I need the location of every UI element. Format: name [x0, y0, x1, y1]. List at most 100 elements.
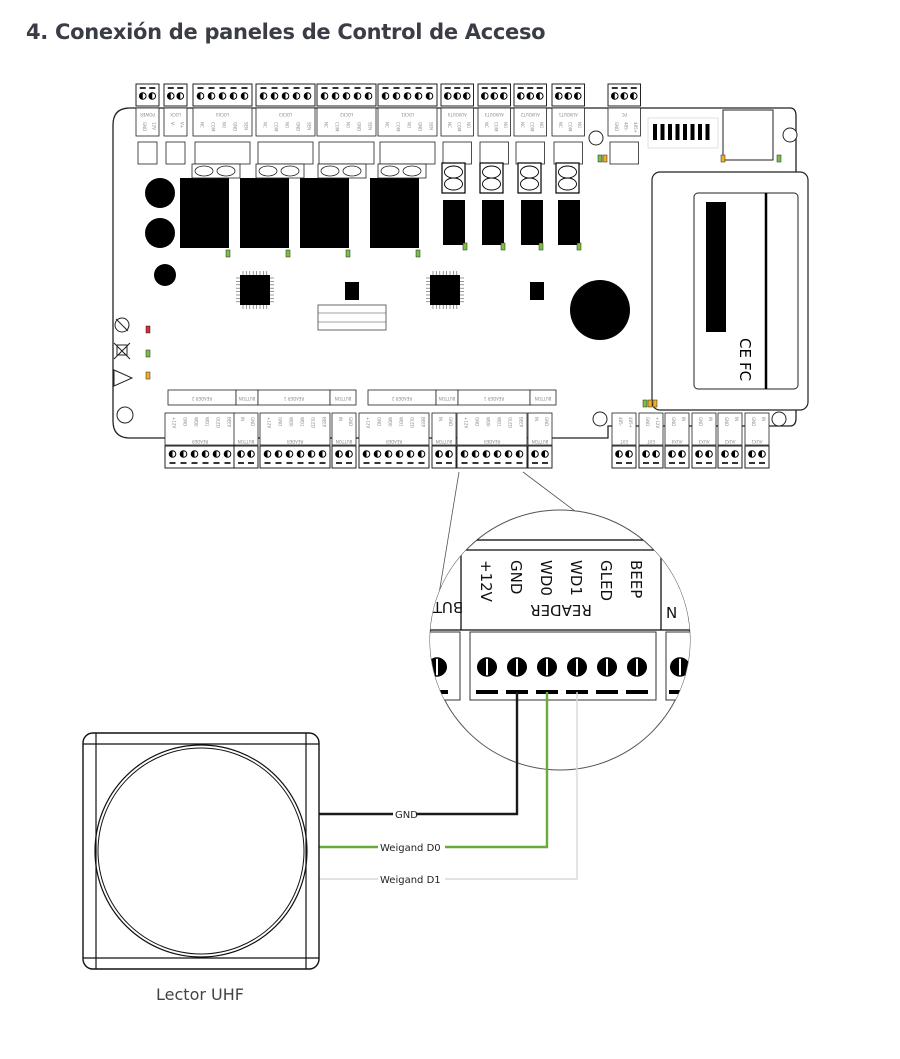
relay	[240, 178, 289, 248]
terminal-block	[611, 445, 637, 469]
screw-slot	[611, 92, 615, 100]
screw-slot	[241, 92, 245, 100]
header-label: BUTTON	[335, 396, 352, 401]
screw-slot	[630, 92, 634, 100]
wire-label-bg	[378, 873, 445, 885]
mcu-chip-1	[240, 275, 270, 305]
screw-slot	[461, 450, 465, 458]
screw-slot	[731, 450, 735, 458]
status-led	[776, 154, 782, 163]
component-pad	[609, 141, 639, 165]
varistor	[377, 163, 427, 179]
screw-slot	[224, 450, 228, 458]
pb-free-icon-strike	[115, 318, 129, 332]
pin-label: GND	[296, 122, 301, 131]
pin-label: IN	[708, 417, 713, 421]
pin-label: 485-	[623, 122, 628, 132]
pin-label: NO	[466, 122, 471, 128]
terminal-block	[255, 83, 316, 107]
screw-slot	[213, 450, 217, 458]
pin-label: GND	[377, 417, 382, 426]
screw-slot	[500, 92, 504, 100]
screw-slot	[396, 450, 400, 458]
relay	[482, 200, 504, 245]
pin-label: WD1	[399, 417, 404, 427]
screw-slot	[564, 92, 569, 100]
screw-slot	[426, 92, 430, 100]
connector-label: BUTTON	[436, 439, 453, 444]
pin-label: BEEP	[421, 417, 426, 428]
dip-switch-lever	[690, 124, 695, 140]
connector-label-plate	[513, 107, 547, 137]
connector-label: BUTTON	[336, 439, 353, 444]
screw-slot	[354, 92, 358, 100]
aux-relays	[443, 200, 580, 245]
pin-label: NC	[200, 122, 205, 128]
screw-slot	[139, 92, 143, 100]
header-plate: READER 2	[167, 389, 237, 406]
header-label: BUTTON	[439, 396, 456, 401]
header-label: BUTTON	[535, 396, 552, 401]
screw-slot	[463, 92, 467, 100]
wire-label-bg	[393, 808, 416, 820]
connector-label-plate	[440, 107, 474, 137]
terminal-block	[717, 445, 743, 469]
component-pad	[442, 141, 472, 165]
status-led	[720, 154, 726, 163]
terminal-block	[358, 445, 430, 469]
screw-slot	[260, 92, 264, 100]
connector-label: AUX4	[671, 439, 682, 444]
fuse	[479, 162, 504, 194]
bottom-connector-ext: 485-485+EXT	[611, 412, 637, 469]
pin-label: GLED	[311, 417, 316, 428]
connector-label-plate	[135, 107, 160, 137]
terminal-housing	[744, 445, 770, 469]
connector-label: BUTTON	[238, 439, 255, 444]
pin-label: BEEP	[519, 417, 524, 428]
screw-slot	[574, 92, 578, 100]
pin-label: NC	[558, 122, 563, 128]
pin-label: SEN	[307, 122, 312, 130]
terminal-housing	[664, 445, 690, 469]
pin-label: WD0	[388, 417, 393, 427]
screw-slot	[169, 450, 173, 458]
screw-slot	[642, 450, 646, 458]
screw-slot	[293, 92, 297, 100]
connector-label: AUX1	[751, 439, 762, 444]
screw-slot	[237, 450, 241, 458]
dip-switch-lever	[698, 124, 702, 140]
screw-slot	[536, 92, 540, 100]
pin-label: GND	[250, 417, 255, 426]
status-leds	[145, 154, 782, 408]
screw-slot	[191, 450, 195, 458]
dip-switch	[647, 117, 719, 149]
pin-label: NO	[503, 122, 508, 128]
screw-slot	[526, 92, 531, 100]
pin-label: 485-	[618, 417, 623, 427]
connector-label-plate	[664, 412, 690, 446]
screw-slot	[335, 450, 339, 458]
screw-slot	[483, 450, 487, 458]
status-led	[597, 154, 603, 163]
pin-label: IN	[438, 417, 443, 421]
radio-module: CE FC	[651, 171, 809, 411]
device-label: Lector UHF	[156, 985, 244, 1004]
pin-label: GND	[698, 417, 703, 426]
terminal-housing	[259, 445, 331, 469]
pin-label: GLED	[508, 417, 513, 428]
terminal-block	[377, 83, 438, 107]
pin-label: WD1	[205, 417, 210, 427]
pin-label: WD1	[300, 417, 305, 427]
zoom-pin-label: GLED	[597, 560, 615, 601]
pin-label: V-	[170, 122, 175, 127]
pin-label: WD0	[289, 417, 294, 427]
terminal-housing	[611, 445, 637, 469]
screw-slot	[319, 450, 323, 458]
